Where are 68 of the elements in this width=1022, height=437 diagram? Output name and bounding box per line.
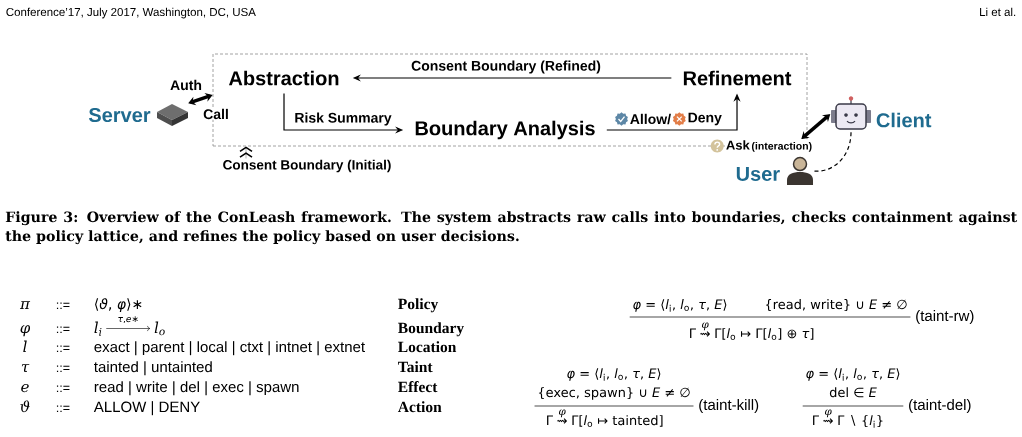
category-label: Effect bbox=[398, 381, 438, 393]
grammar-rule: ALLOW | DENY bbox=[93, 401, 200, 416]
edge-label: Auth bbox=[170, 79, 202, 91]
definition-sign: ::= bbox=[56, 385, 70, 392]
grammar-symbol: e bbox=[21, 384, 29, 393]
page-header: Conference’17, July 2017, Washington, DC, USA bbox=[6, 7, 256, 19]
grammar-rule: tainted | untainted bbox=[94, 361, 212, 376]
definition-sign: ::= bbox=[56, 405, 70, 412]
grammar-symbol: τ bbox=[21, 364, 30, 373]
grammar-rule: exact | parent | local | ctxt | intnet | extnet bbox=[94, 341, 365, 356]
node-label: (interaction) bbox=[751, 142, 812, 152]
rule-name: (taint-del) bbox=[909, 399, 971, 413]
edge-label: Risk Summary bbox=[295, 112, 392, 126]
grammar-symbol: π bbox=[19, 301, 31, 309]
grammar-symbol: ϑ bbox=[20, 400, 30, 413]
formula: {read, write} ∪ E ≠ ∅ bbox=[766, 299, 907, 312]
grammar-rule: read | write | del | exec | spawn bbox=[94, 381, 299, 396]
formula: Γ[l$_{o}$ ↦ tainted] bbox=[572, 415, 663, 427]
double-arrow bbox=[188, 92, 213, 106]
formula: Γ ∖ {l$_{i}$} bbox=[838, 415, 883, 428]
category-label: Boundary bbox=[398, 322, 464, 337]
grammar-rule: ⟨ϑ, φ⟩∗ bbox=[95, 298, 142, 312]
category-label: Action bbox=[397, 401, 442, 413]
actor-label: User bbox=[736, 167, 780, 181]
definition-sign: ::= bbox=[56, 302, 70, 309]
stage-label: Abstraction bbox=[228, 70, 339, 86]
figure-caption: Figure 3: Overview of the ConLeash framework. The system abstracts raw calls into boundaries, checks containment against the policy lattice, and refines the policy based on user decisions. bbox=[5, 211, 1018, 245]
formula: ⇝ bbox=[823, 418, 833, 424]
edge-label: Allow/ bbox=[630, 113, 671, 125]
grammar-symbol: φ bbox=[20, 325, 31, 337]
formula: ⇝ bbox=[557, 418, 567, 424]
grammar-symbol: l bbox=[23, 340, 27, 352]
rule-name: (taint-kill) bbox=[699, 399, 759, 413]
formula: φ bbox=[824, 409, 832, 418]
formula: del ∈ E bbox=[829, 387, 877, 398]
category-label: Policy bbox=[398, 298, 439, 313]
formula: τ,e∗ bbox=[118, 316, 138, 324]
page-header: Li et al. bbox=[980, 7, 1016, 17]
formula: φ = ⟨l$_{i}$, l$_{o}$, τ, E⟩ bbox=[806, 368, 900, 381]
formula: Γ bbox=[547, 415, 553, 425]
formula: {exec, spawn} ∪ E ≠ ∅ bbox=[538, 387, 690, 400]
category-label: Location bbox=[398, 341, 457, 353]
formula: φ bbox=[701, 322, 709, 331]
formula: ⇝ bbox=[700, 331, 710, 337]
dashed-connector bbox=[813, 131, 852, 172]
stage-label: Boundary Analysis bbox=[415, 120, 595, 140]
double-arrow bbox=[801, 114, 831, 139]
formula: Γ bbox=[690, 328, 696, 338]
edge-label: Consent Boundary (Refined) bbox=[411, 60, 601, 74]
formula: φ = ⟨l$_{i}$, l$_{o}$, τ, E⟩ bbox=[567, 368, 661, 381]
definition-sign: ::= bbox=[56, 326, 70, 333]
formula: φ bbox=[558, 409, 566, 418]
annotation: Deny bbox=[688, 112, 722, 126]
formula: Γ bbox=[813, 415, 819, 425]
actor-label: Client bbox=[876, 112, 932, 128]
annotation: Call bbox=[202, 108, 230, 120]
actor-label: Server bbox=[88, 107, 151, 123]
definition-sign: ::= bbox=[56, 365, 70, 372]
definition-sign: ::= bbox=[56, 345, 70, 352]
boundary-label: Consent Boundary (Initial) bbox=[223, 159, 391, 173]
stage-label: Refinement bbox=[683, 70, 792, 86]
formula: l$_{i}$ bbox=[94, 321, 102, 336]
node-label: Ask bbox=[726, 140, 750, 150]
formula: φ = ⟨l$_{i}$, l$_{o}$, τ, E⟩ bbox=[633, 299, 727, 312]
rule-name: (taint-rw) bbox=[916, 310, 974, 324]
formula: Γ[l$_{o}$ ↦ Γ[l$_{o}$] ⊕ τ] bbox=[715, 328, 814, 340]
formula: l$_{o}$ bbox=[154, 321, 165, 336]
category-label: Taint bbox=[398, 361, 433, 373]
